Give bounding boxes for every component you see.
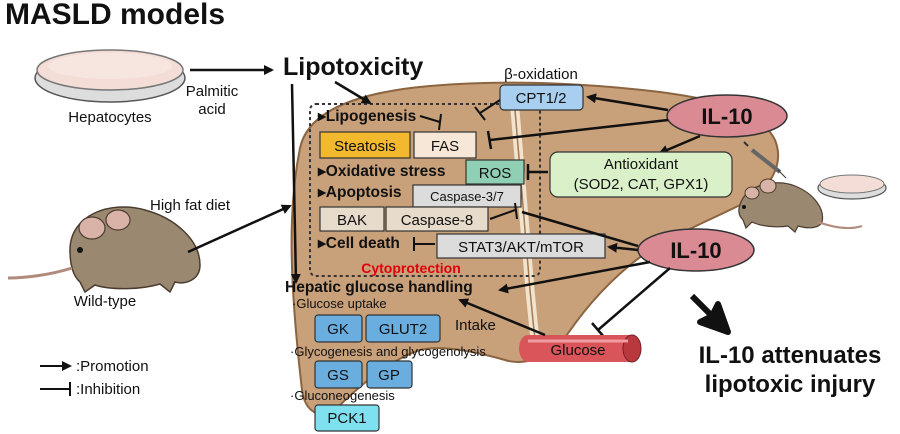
il10-to-cpt-arrow	[586, 93, 669, 112]
cpt-inhibit-bar	[474, 106, 486, 121]
gp-label: GP	[378, 367, 400, 384]
ros-box	[465, 159, 525, 185]
glycogen-label: ·Glycogenesis and glycogenolysis	[290, 344, 486, 359]
conclusion-line-1: IL-10 attenuates	[699, 342, 882, 369]
legend-promotion-label: :Promotion	[76, 358, 149, 375]
glut2-box	[365, 314, 441, 343]
lipotoxicity-label: Lipotoxicity	[283, 53, 423, 81]
bak-label: BAK	[337, 212, 367, 229]
il10-top-ellipse	[666, 94, 788, 138]
antioxidant-box	[549, 151, 733, 198]
petri-dish-right-icon	[817, 174, 887, 200]
high-fat-diet-arrow	[187, 204, 292, 254]
il10-to-glucose-handling-arrow	[498, 260, 651, 294]
intake-arrow	[458, 298, 546, 337]
conclusion-arrow	[689, 293, 731, 335]
lipotoxicity-arrow-down	[290, 83, 301, 284]
pck1-box	[314, 404, 380, 432]
apoptosis-label: ▸Apoptosis	[317, 184, 402, 201]
conclusion-line-2: lipotoxic injury	[705, 371, 876, 398]
cpt-inhibit-line	[479, 99, 501, 114]
gs-label: GS	[327, 367, 349, 384]
ros-label: ROS	[479, 165, 512, 182]
il10-bottom-label: IL-10	[670, 238, 721, 263]
antioxidant-title: Antioxidant	[604, 156, 679, 173]
intake-label: Intake	[455, 317, 496, 334]
caspase8-label: Caspase-8	[401, 212, 474, 229]
oxidative-stress-label: ▸Oxidative stress	[317, 163, 446, 180]
steatosis-label: Steatosis	[334, 138, 396, 155]
gp-box	[366, 360, 413, 389]
caspase37-label: Caspase-3/7	[430, 189, 504, 204]
syringe-icon	[743, 141, 787, 179]
mouse-icon	[7, 206, 201, 294]
gluconeogenesis-label: ·Gluconeogenesis	[290, 388, 395, 403]
cytoprotection-region	[309, 103, 541, 277]
cpt-label: CPT1/2	[516, 90, 567, 107]
cytoprotection-label: Cytoprotection	[361, 260, 461, 276]
glut2-label: GLUT2	[379, 321, 427, 338]
glucose-uptake-label: ·Glucose uptake	[292, 296, 387, 311]
palmitic-acid-label-2: acid	[198, 101, 226, 118]
caspase8-box	[385, 206, 489, 232]
lipotoxicity-arrow-lipogenesis	[334, 80, 372, 105]
il10-to-antioxidant-arrow	[658, 134, 701, 155]
blood-vessel-icon	[519, 334, 642, 363]
high-fat-diet-label: High fat diet	[150, 197, 231, 214]
cell-death-label: ▸Cell death	[317, 235, 400, 252]
lipogenesis-label: ▸Lipogenesis	[317, 108, 416, 125]
petri-dish-icon	[34, 49, 186, 103]
fas-box	[413, 131, 477, 159]
wild-type-label: Wild-type	[74, 293, 137, 310]
legend: :Promotion :Inhibition	[40, 358, 149, 398]
fas-label: FAS	[431, 138, 459, 155]
antioxidant-list: (SOD2, CAT, GPX1)	[574, 176, 709, 193]
il10-to-caspase-line	[521, 210, 639, 248]
il10-to-fas-inhibit	[489, 118, 669, 142]
stat3-box	[436, 233, 606, 259]
gs-box	[314, 360, 363, 389]
legend-inhibition-label: :Inhibition	[76, 381, 140, 398]
page-title: MASLD models	[5, 0, 225, 31]
beta-oxidation-label: β-oxidation	[504, 66, 578, 83]
gk-box	[314, 314, 363, 343]
stat3-label: STAT3/AKT/mTOR	[458, 239, 584, 256]
hepatocytes-label: Hepatocytes	[68, 109, 151, 126]
hepatic-glucose-label: Hepatic glucose handling	[285, 279, 473, 296]
palmitic-acid-label-1: Palmitic	[186, 83, 239, 100]
il10-to-stat3-arrow	[607, 242, 639, 253]
cpt-box	[499, 84, 584, 111]
injected-mouse-icon	[738, 178, 863, 233]
glucose-label: Glucose	[550, 342, 605, 359]
gk-label: GK	[327, 321, 349, 338]
il10-top-label: IL-10	[701, 104, 752, 129]
pck1-label: PCK1	[327, 410, 366, 427]
steatosis-box	[319, 131, 411, 159]
bak-box	[319, 206, 385, 232]
il10-to-glucose-inhibit	[597, 267, 671, 331]
